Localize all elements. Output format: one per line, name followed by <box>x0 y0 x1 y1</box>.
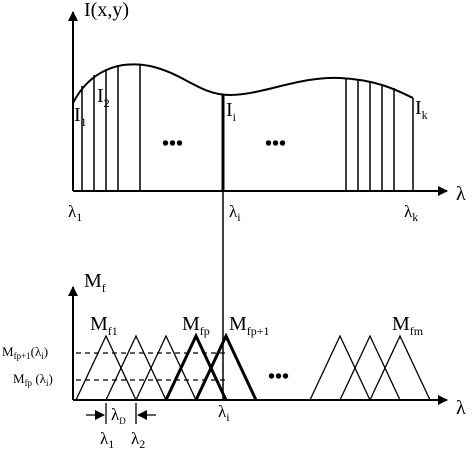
upper-x-axis-label: λ <box>456 183 466 205</box>
intensity-label-k: Ik <box>415 97 428 122</box>
function-label-f1: Mf1 <box>90 313 118 338</box>
intensity-label-2: I2 <box>97 85 110 110</box>
upper-plot: I(x,y) λ I1 I2 Ii Ik ••• ••• λ1 λi λk <box>68 0 466 224</box>
lower-tick-2: λ2 <box>131 429 145 451</box>
membership-triangle-fp1 <box>194 332 258 401</box>
ellipsis-left: ••• <box>162 133 183 155</box>
function-label-fp1: Mfp+1 <box>229 313 270 338</box>
lower-ellipsis: ••• <box>268 366 289 388</box>
membership-triangle <box>309 334 371 401</box>
membership-triangle <box>339 334 401 401</box>
lower-y-axis-label: Mf <box>84 270 106 295</box>
lower-x-axis-label: λ <box>456 397 466 419</box>
upper-y-axis-label: I(x,y) <box>84 0 129 21</box>
membership-triangle <box>369 334 431 401</box>
level-label-fp: Mfp (λi) <box>13 371 53 388</box>
intensity-label-i: Ii <box>226 99 237 124</box>
membership-functions-left <box>75 332 258 401</box>
ellipsis-right: ••• <box>265 133 286 155</box>
function-label-fp: Mfp <box>182 313 210 338</box>
membership-triangle <box>135 334 197 401</box>
function-label-fm: Mfm <box>392 313 424 338</box>
lower-tick-i: λi <box>218 402 230 424</box>
sample-lines <box>81 65 414 191</box>
membership-triangle <box>105 334 167 401</box>
wavelength-tick-1: λ1 <box>68 202 82 224</box>
spacing-label: λD <box>111 405 126 426</box>
intensity-label-1: I1 <box>74 104 87 129</box>
membership-functions-right <box>309 334 431 401</box>
level-label-fp1: Mfp+1(λi) <box>2 344 48 361</box>
wavelength-tick-i: λi <box>229 202 241 224</box>
lower-plot: Mf λ Mf1 Mfp Mfp+1 Mfm Mfp+1(λi) Mfp (λi… <box>2 270 466 451</box>
intensity-curve <box>72 63 414 104</box>
wavelength-tick-k: λk <box>404 202 418 224</box>
lower-tick-1: λ1 <box>100 429 114 451</box>
spacing-indicator: λD <box>86 403 156 426</box>
membership-triangle-fp <box>164 332 228 401</box>
membership-triangle <box>75 334 137 401</box>
